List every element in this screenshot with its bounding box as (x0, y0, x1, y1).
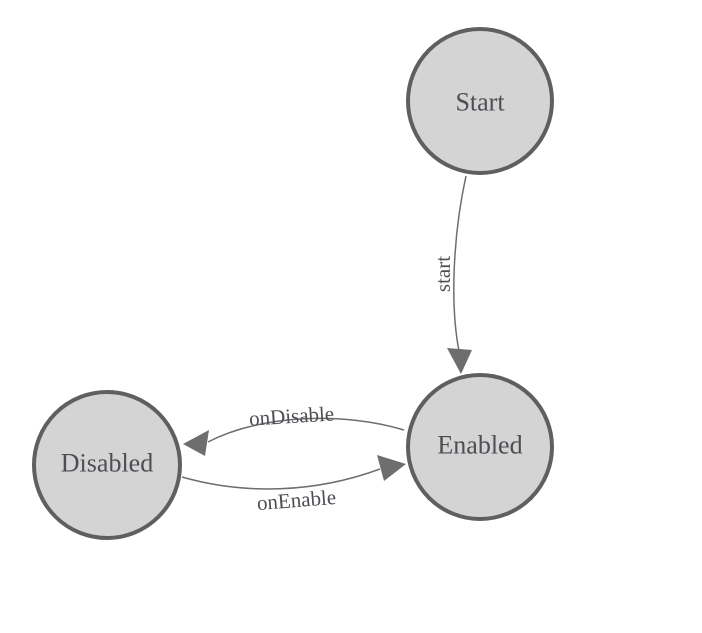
edge-disabled-to-enabled: onEnable (181, 455, 406, 515)
state-label-disabled: Disabled (61, 449, 153, 478)
arrowhead-start-to-enabled-icon (447, 348, 472, 374)
edge-start-line (453, 175, 467, 352)
edge-onenable-line (181, 468, 381, 490)
edge-label-onenable: onEnable (256, 485, 337, 515)
arrowhead-disabled-to-enabled-icon (377, 455, 406, 481)
state-circle-start (406, 27, 554, 175)
edge-ondisable-line (207, 417, 405, 443)
edge-enabled-to-disabled: onDisable (183, 401, 405, 456)
state-circle-disabled (32, 390, 182, 540)
state-label-enabled: Enabled (437, 431, 522, 460)
edge-start-to-enabled: start (431, 175, 472, 374)
edge-label-start: start (431, 256, 455, 292)
state-node-enabled: Enabled (406, 373, 554, 521)
state-circle-enabled (406, 373, 554, 521)
state-label-start: Start (455, 88, 505, 117)
state-node-disabled: Disabled (32, 390, 182, 540)
edge-label-ondisable: onDisable (248, 401, 334, 430)
state-node-start: Start (406, 27, 554, 175)
arrowhead-enabled-to-disabled-icon (183, 430, 209, 456)
